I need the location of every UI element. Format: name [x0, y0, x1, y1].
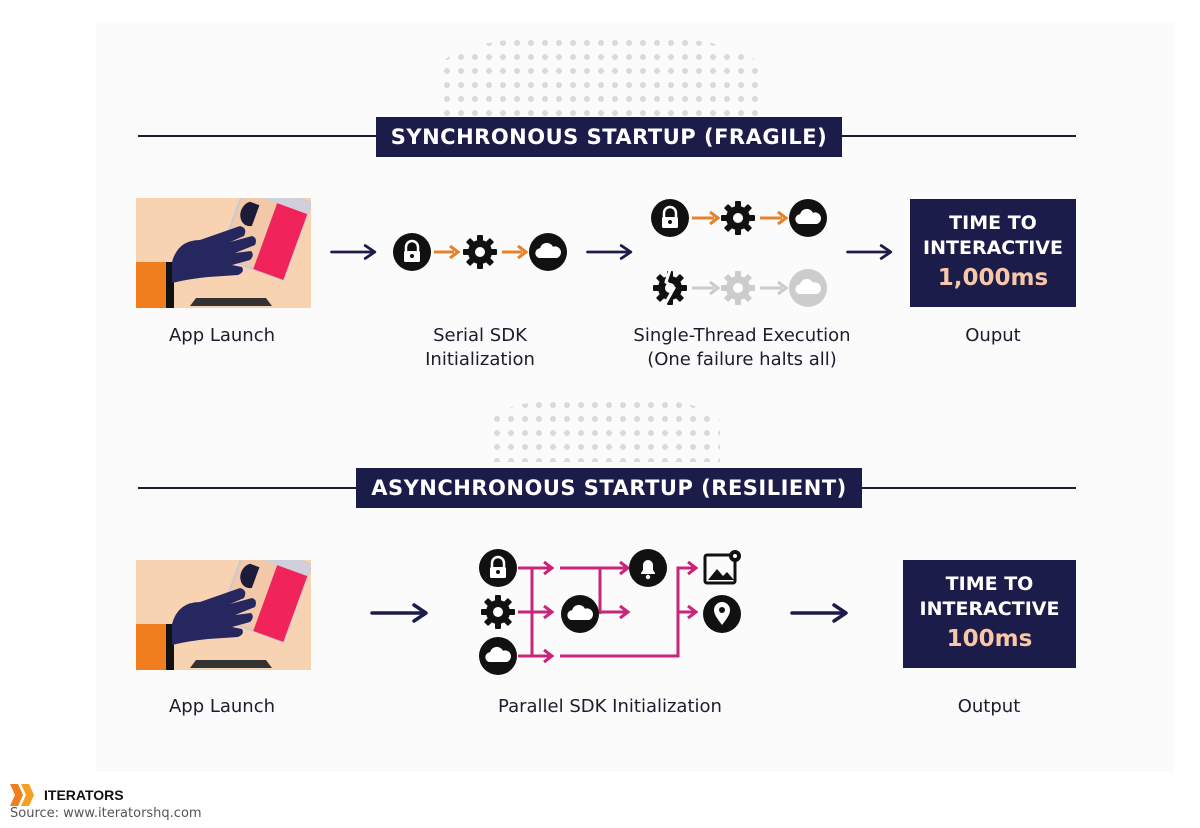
dot-pattern-top — [440, 36, 760, 118]
iterators-logo: ITERATORS — [10, 784, 124, 806]
broken-gear-icon — [662, 269, 676, 307]
sync-step-label: App Launch — [168, 325, 276, 346]
hand-tapping-phone-illustration — [136, 198, 311, 308]
source-credit: Source: www.iteratorshq.com — [10, 806, 202, 821]
async-step-label: Parallel SDK Initialization — [498, 696, 722, 717]
tti-line1: TIME TO — [945, 573, 1034, 595]
single-thread-chain-ok — [650, 198, 827, 238]
dot-pattern-bottom — [490, 398, 720, 462]
iterators-logo-icon — [10, 784, 34, 806]
sync-step-label: Single-Thread Execution (One failure hal… — [633, 325, 851, 370]
async-section-title: ASYNCHRONOUS STARTUP (RESILIENT) — [356, 468, 862, 508]
async-time-to-interactive-box: TIME TO INTERACTIVE 100ms — [903, 560, 1076, 668]
sync-step-label: Ouput — [965, 325, 1021, 346]
arrow-right-icon — [846, 244, 893, 260]
arrow-right-icon — [770, 603, 870, 623]
tti-value: 1,000ms — [937, 265, 1049, 291]
sync-step-label: Serial SDK Initialization — [425, 325, 535, 370]
arrow-right-icon — [586, 244, 633, 260]
single-thread-chain-failed — [653, 269, 827, 307]
async-step-label: App Launch — [168, 696, 276, 717]
hand-tapping-phone-illustration — [136, 560, 311, 670]
sync-time-to-interactive-box: TIME TO INTERACTIVE 1,000ms — [910, 199, 1076, 307]
parallel-sdk-network — [478, 548, 742, 675]
arrow-right-icon — [350, 603, 450, 623]
serial-sdk-chain — [392, 232, 567, 272]
tti-line2: INTERACTIVE — [919, 598, 1060, 620]
sync-section-title: SYNCHRONOUS STARTUP (FRAGILE) — [376, 117, 842, 157]
async-step-label: Output — [957, 696, 1021, 717]
tti-value: 100ms — [946, 626, 1033, 652]
tti-line1: TIME TO — [949, 212, 1037, 234]
arrow-right-icon — [330, 244, 377, 260]
brand-name: ITERATORS — [44, 787, 124, 803]
tti-line2: INTERACTIVE — [923, 237, 1063, 259]
